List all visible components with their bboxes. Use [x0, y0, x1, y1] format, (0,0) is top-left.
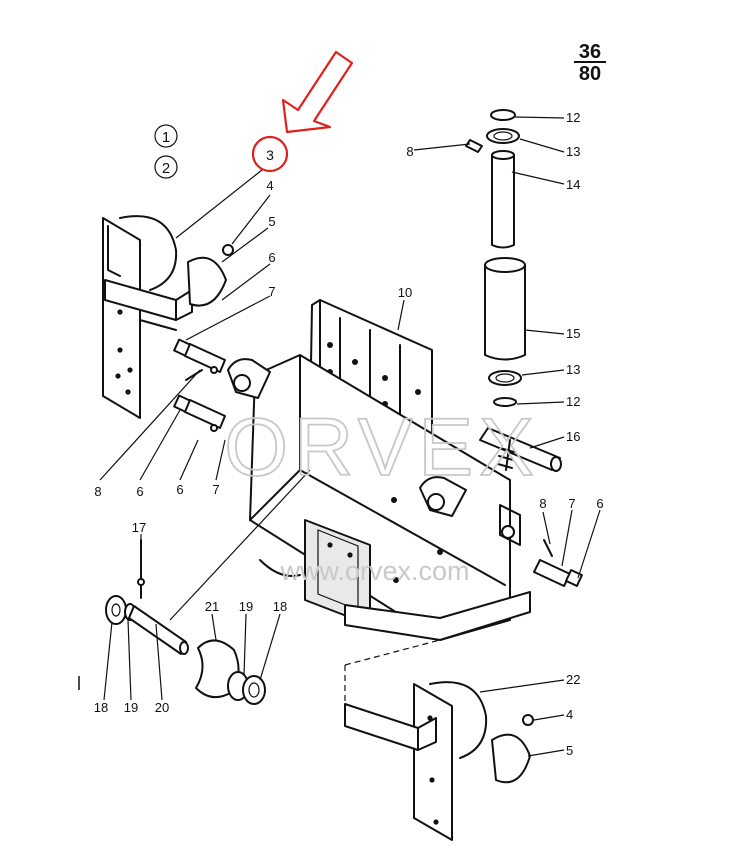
callout-1: 1	[154, 124, 178, 148]
svg-text:1: 1	[162, 129, 170, 146]
label-part-8-top: 8	[406, 144, 413, 159]
label-part-18-bottom: 18	[94, 700, 108, 715]
label-part-7-right: 7	[568, 496, 575, 511]
label-part-5-top: 5	[268, 214, 275, 229]
svg-text:2: 2	[162, 160, 170, 177]
label-part-13-bottom: 13	[566, 362, 580, 377]
label-part-6-right: 6	[596, 496, 603, 511]
leader-lines	[99, 116, 601, 757]
label-part-21: 21	[205, 599, 219, 614]
roller-set	[105, 539, 266, 705]
page-fraction: 36 80	[574, 41, 606, 85]
label-part-6-small: 6	[176, 482, 183, 497]
label-part-3: 3	[266, 147, 274, 163]
label-part-19-bottom: 19	[124, 700, 138, 715]
label-part-6-top: 6	[268, 250, 275, 265]
label-part-7-small: 7	[212, 482, 219, 497]
label-part-13-top: 13	[566, 144, 580, 159]
watermark-url: www.orvex.com	[279, 556, 469, 586]
label-part-8-right: 8	[539, 496, 546, 511]
label-part-14: 14	[566, 177, 580, 192]
label-part-12-top: 12	[566, 110, 580, 125]
right-bracket	[344, 639, 534, 841]
label-part-10: 10	[398, 285, 412, 300]
label-part-20: 20	[155, 700, 169, 715]
highlight-arrow-icon	[281, 50, 354, 134]
label-part-12-bottom: 12	[566, 394, 580, 409]
label-part-19-top: 19	[239, 599, 253, 614]
label-part-4-bottom: 4	[566, 707, 573, 722]
main-frame	[227, 299, 531, 641]
tube-assembly	[465, 109, 562, 472]
part-labels: 4 5 6 7 8 6 6 7 8 10 12 13 14 15 13 12 1…	[94, 110, 604, 758]
page-fraction-denominator: 80	[579, 63, 601, 85]
callout-2: 2	[154, 155, 178, 179]
label-part-7-top: 7	[268, 284, 275, 299]
label-part-18-top: 18	[273, 599, 287, 614]
label-part-4-top: 4	[266, 178, 273, 193]
page-fraction-numerator: 36	[579, 41, 601, 63]
left-pins	[173, 338, 226, 432]
label-part-22: 22	[566, 672, 580, 687]
label-part-15: 15	[566, 326, 580, 341]
highlight-circle	[251, 135, 289, 173]
watermark: ORVEX www.orvex.com	[223, 401, 540, 586]
right-pins	[501, 525, 583, 587]
left-bracket	[102, 215, 234, 419]
watermark-brand: ORVEX	[224, 402, 540, 493]
label-part-6-left: 6	[136, 484, 143, 499]
label-part-16: 16	[566, 429, 580, 444]
label-part-5-bottom: 5	[566, 743, 573, 758]
label-part-17: 17	[132, 520, 146, 535]
label-part-8-left: 8	[94, 484, 101, 499]
